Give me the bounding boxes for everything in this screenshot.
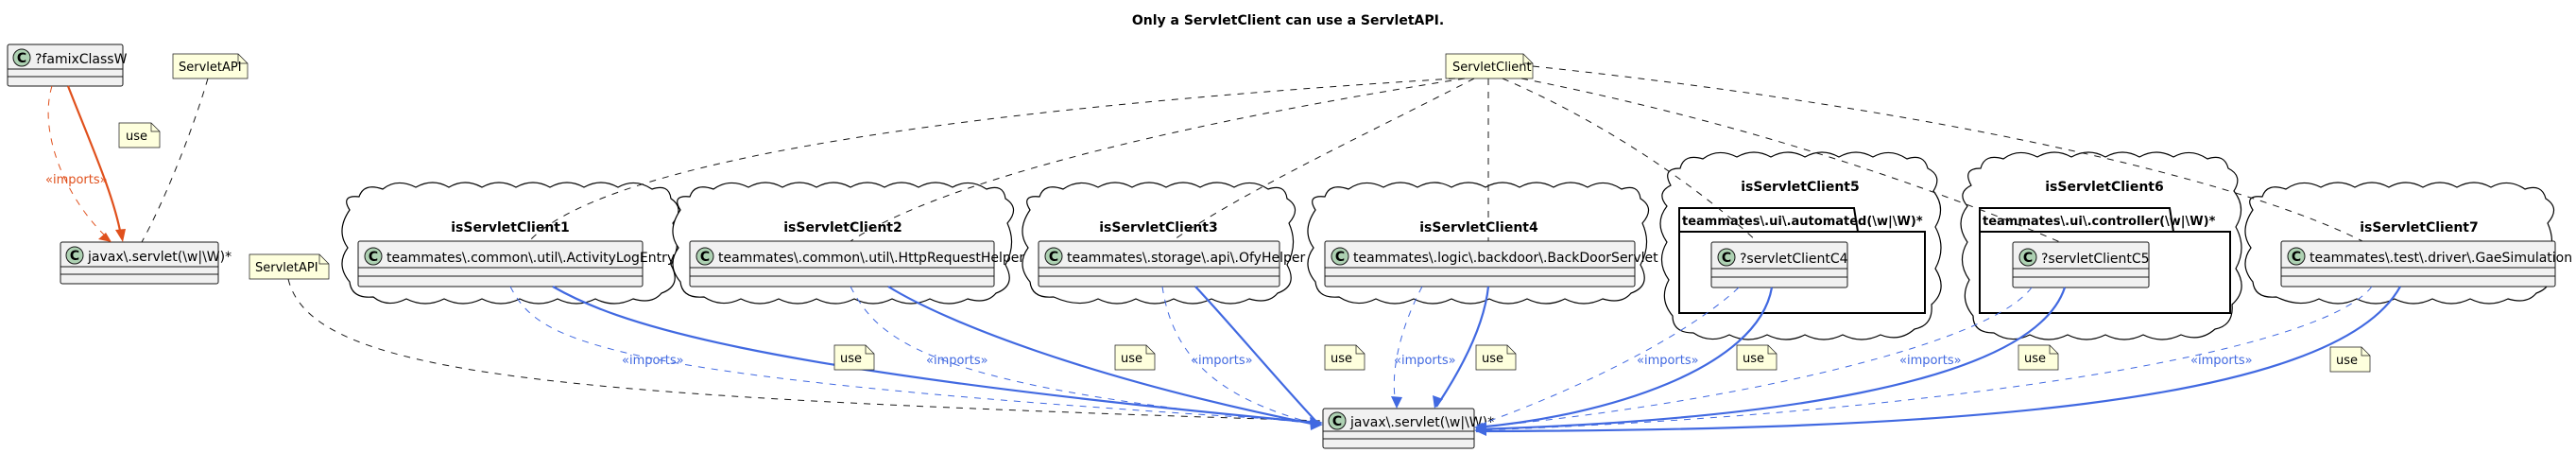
cloud-package-title: teammates\.ui\.controller(\w|\W)* bbox=[1983, 215, 2216, 229]
cloud-title: isServletClient6 bbox=[2045, 180, 2164, 195]
imports-label: «imports» bbox=[2190, 354, 2253, 368]
example-imports-arrow bbox=[47, 85, 107, 237]
class-icon bbox=[1331, 247, 1349, 266]
class-icon bbox=[1328, 411, 1347, 430]
imports-label: «imports» bbox=[1637, 354, 1699, 368]
use-note-text: use bbox=[1331, 352, 1352, 366]
class-icon-glyph: C bbox=[1332, 414, 1342, 429]
example-note-link bbox=[141, 78, 209, 243]
class-icon bbox=[696, 247, 714, 266]
use-note-text: use bbox=[2024, 352, 2046, 366]
cloud-isServletClient1: isServletClient1 C teammates\.common\.ut… bbox=[341, 182, 679, 305]
cloud-title: isServletClient2 bbox=[783, 220, 902, 235]
class-icon-glyph: C bbox=[70, 249, 79, 264]
cloud-isServletClient2: isServletClient2 C teammates\.common\.ut… bbox=[672, 182, 1024, 305]
example-target-class-name: javax\.servlet(\w|\W)* bbox=[87, 250, 232, 265]
cloud-isServletClient6: isServletClient6 teammates\.ui\.controll… bbox=[1960, 151, 2242, 340]
target-class: C javax\.servlet(\w|\W)* bbox=[1322, 408, 1494, 449]
class-icon-glyph: C bbox=[1049, 250, 1058, 265]
cloud-class-name: ?servletClientC5 bbox=[2041, 252, 2150, 267]
cloud-title: isServletClient5 bbox=[1741, 180, 1860, 195]
example-imports-label: «imports» bbox=[45, 173, 108, 187]
servletapi-note-text: ServletAPI bbox=[255, 261, 318, 275]
use-note-text: use bbox=[1121, 352, 1142, 366]
class-icon bbox=[65, 246, 84, 265]
use-note: use bbox=[2329, 346, 2371, 373]
cloud-class-name: teammates\.storage\.api\.OfyHelper bbox=[1067, 251, 1305, 266]
example-servletapi-note: ServletAPI bbox=[172, 53, 249, 79]
use-note: use bbox=[1114, 344, 1156, 371]
servletclient-links bbox=[528, 65, 2363, 243]
cloud-package-title: teammates\.ui\.automated(\w|\W)* bbox=[1682, 215, 1923, 229]
imports-label: «imports» bbox=[926, 354, 988, 368]
cloud-title: isServletClient4 bbox=[1419, 220, 1538, 235]
class-icon bbox=[1044, 247, 1063, 266]
cloud-title: isServletClient3 bbox=[1099, 220, 1218, 235]
cloud-package: teammates\.ui\.automated(\w|\W)* C ?serv… bbox=[1678, 207, 1926, 314]
class-icon bbox=[2018, 248, 2037, 267]
use-note-text: use bbox=[2336, 354, 2358, 368]
class-icon-glyph: C bbox=[369, 250, 378, 265]
use-note-text: use bbox=[840, 352, 862, 366]
class-icon-glyph: C bbox=[700, 250, 710, 265]
use-note-text: use bbox=[1482, 352, 1503, 366]
servletclient-note: ServletClient bbox=[1445, 53, 1534, 79]
diagram-title: Only a ServletClient can use a ServletAP… bbox=[1132, 13, 1444, 28]
target-class-name: javax\.servlet(\w|\W)* bbox=[1349, 415, 1494, 430]
imports-label: «imports» bbox=[1394, 354, 1456, 368]
servletclient-note-text: ServletClient bbox=[1452, 61, 1532, 75]
relation-arrows bbox=[509, 286, 2401, 433]
example-source-class: C ?famixClassW bbox=[7, 44, 128, 87]
cloud-isServletClient4: isServletClient4 C teammates\.logic\.bac… bbox=[1307, 182, 1658, 305]
cloud-title: isServletClient7 bbox=[2360, 220, 2479, 235]
servletapi-note: ServletAPI bbox=[249, 253, 330, 280]
use-note: use bbox=[1736, 344, 1777, 371]
cloud-class: C teammates\.common\.util\.ActivityLogEn… bbox=[357, 240, 675, 287]
example-use-note-text: use bbox=[126, 130, 147, 144]
cloud-class: C teammates\.storage\.api\.OfyHelper bbox=[1038, 240, 1305, 287]
example-target-class: C javax\.servlet(\w|\W)* bbox=[60, 241, 232, 285]
use-note: use bbox=[1475, 344, 1517, 371]
use-note: use bbox=[1324, 344, 1365, 371]
imports-label: «imports» bbox=[1191, 354, 1253, 368]
use-note: use bbox=[833, 344, 875, 371]
cloud-class-name: teammates\.common\.util\.HttpRequestHelp… bbox=[718, 251, 1024, 266]
cloud-isServletClient5: isServletClient5 teammates\.ui\.automate… bbox=[1659, 151, 1942, 340]
cloud-class: C teammates\.logic\.backdoor\.BackDoorSe… bbox=[1324, 240, 1658, 287]
imports-label: «imports» bbox=[1899, 354, 1962, 368]
cloud-isServletClient7: isServletClient7 C teammates\.test\.driv… bbox=[2244, 182, 2572, 305]
class-icon-glyph: C bbox=[1335, 250, 1345, 265]
cloud-class: C teammates\.common\.util\.HttpRequestHe… bbox=[689, 240, 1024, 287]
class-icon-glyph: C bbox=[2292, 250, 2301, 265]
example-servletapi-note-text: ServletAPI bbox=[179, 61, 242, 75]
class-icon bbox=[12, 48, 31, 67]
use-note: use bbox=[2018, 344, 2059, 371]
imports-label: «imports» bbox=[622, 354, 684, 368]
example-use-arrow bbox=[66, 85, 123, 236]
cloud-class-name: teammates\.common\.util\.ActivityLogEntr… bbox=[386, 251, 675, 266]
cloud-class-name: teammates\.test\.driver\.GaeSimulation bbox=[2310, 251, 2572, 266]
cloud-class: C ?servletClientC5 bbox=[2012, 241, 2150, 288]
cloud-class: C teammates\.test\.driver\.GaeSimulation bbox=[2280, 240, 2572, 287]
class-icon-glyph: C bbox=[17, 51, 26, 66]
cloud-class: C ?servletClientC4 bbox=[1710, 241, 1848, 288]
example-source-class-name: ?famixClassW bbox=[35, 52, 128, 67]
cloud-class-name: ?servletClientC4 bbox=[1740, 252, 1848, 267]
class-icon-glyph: C bbox=[1722, 251, 1731, 266]
use-note-text: use bbox=[1743, 352, 1764, 366]
example-use-note: use bbox=[118, 122, 161, 148]
arrowheads bbox=[1310, 395, 1486, 436]
cloud-isServletClient3: isServletClient3 C teammates\.storage\.a… bbox=[1022, 182, 1305, 305]
class-icon bbox=[364, 247, 383, 266]
class-icon-glyph: C bbox=[2023, 251, 2033, 266]
cloud-title: isServletClient1 bbox=[451, 220, 570, 235]
cloud-class-name: teammates\.logic\.backdoor\.BackDoorServ… bbox=[1353, 251, 1658, 266]
class-icon bbox=[1717, 248, 1736, 267]
class-icon bbox=[2287, 247, 2306, 266]
